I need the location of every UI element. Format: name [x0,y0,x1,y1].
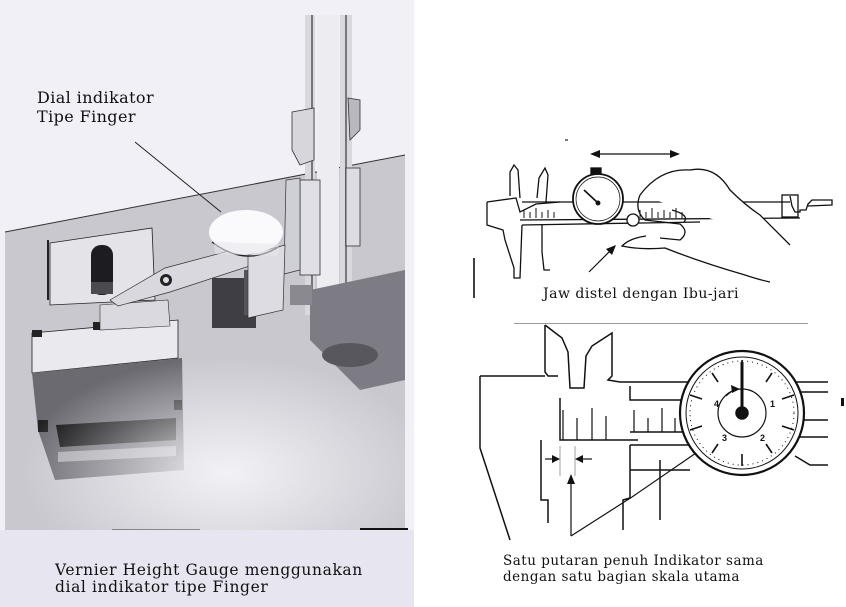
callout-line-1: Dial indikator [37,88,155,107]
dial-caliper-hand-illustration [466,130,846,305]
caliper-figures [414,0,846,607]
figure-divider [514,323,808,324]
caption-line-1: Vernier Height Gauge menggunakan [55,561,363,579]
dial-number-4: 4 [714,399,719,409]
dial-number-2: 2 [760,433,765,443]
dial-revolution-caption: Satu putaran penuh Indikator sama dengan… [503,553,764,585]
dial-number-3: 3 [722,433,727,443]
jaw-thumb-caption: Jaw distel dengan Ibu-jari [543,286,739,302]
height-gauge-photo [0,0,414,530]
caption-line-1: Satu putaran penuh Indikator sama [503,553,764,569]
dial-caliper-closeup-illustration: 4 1 2 3 [470,318,846,543]
callout-line-2: Tipe Finger [37,107,136,126]
caption-line-2: dengan satu bagian skala utama [503,569,740,585]
height-gauge-caption: Vernier Height Gauge menggunakan dial in… [55,562,363,596]
dial-number-1: 1 [770,399,775,409]
caption-line-2: dial indikator tipe Finger [55,578,269,596]
